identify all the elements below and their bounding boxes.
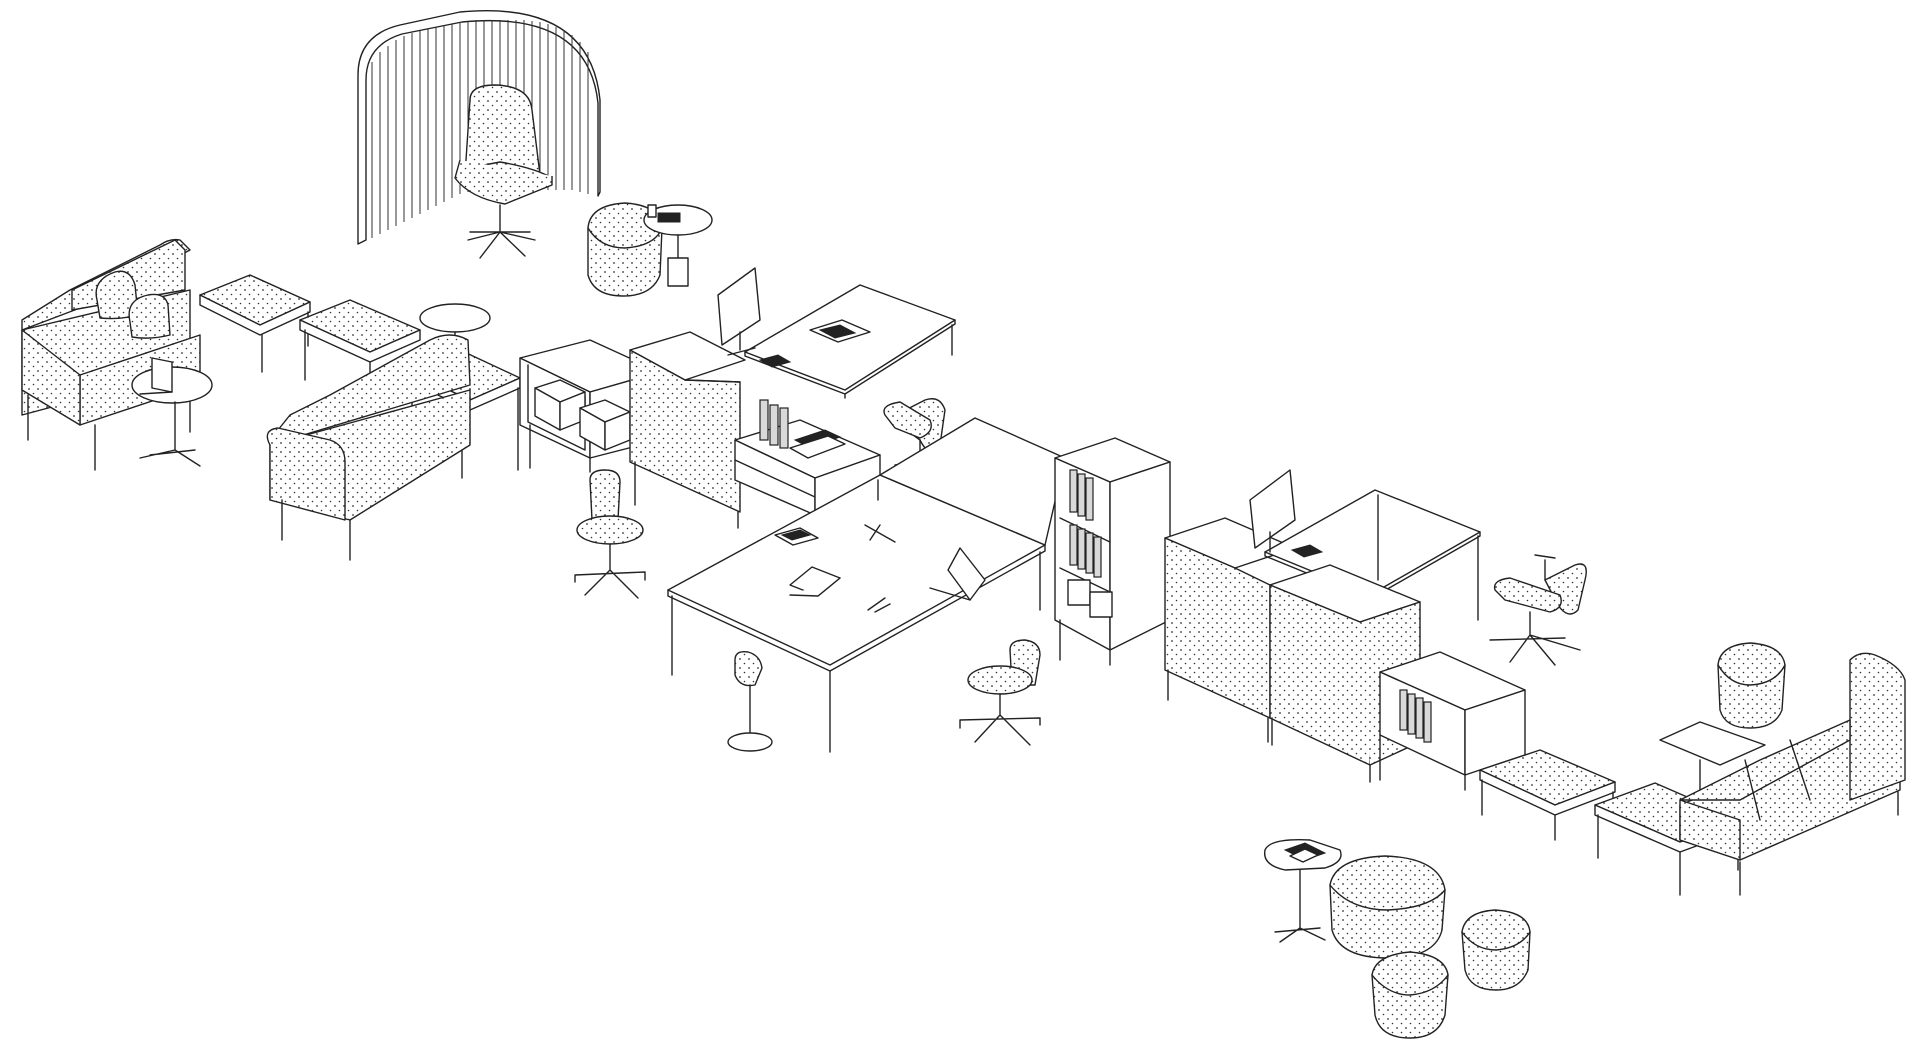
dotted-cabinet-center-1 [1164,517,1296,743]
laptop-table-right [1659,721,1766,791]
laptop-side-table [131,357,213,467]
lounge-swivel-chair [454,84,553,259]
pouf-right-top [1717,642,1786,729]
round-table-left [419,303,491,359]
side-table-book [1263,839,1342,943]
bench-left-2 [299,299,421,401]
pouf-small-front [1371,951,1449,1039]
task-chair-front-left [574,469,646,599]
sofa-right [1679,652,1906,896]
sofa-left-long [21,238,201,471]
pouf-top [587,202,663,297]
task-chair-front-center [959,639,1041,746]
meeting-table-items [774,524,986,613]
bookshelf-tall [1054,437,1171,666]
side-table-top [643,204,713,287]
acoustic-screen-booth [357,10,601,245]
bench-right-1 [1479,749,1616,841]
bench-left-1 [199,274,311,373]
sofa-left-short [266,334,471,561]
meeting-table [667,417,1066,753]
perch-stool [727,650,773,752]
back-desk-left [717,267,956,399]
pouf-large-front [1329,855,1446,959]
task-chair-back-right [1489,554,1587,666]
low-open-shelf-right [1379,651,1526,791]
tall-dotted-cabinet-left [629,331,746,529]
pouf-small-right [1461,909,1531,991]
